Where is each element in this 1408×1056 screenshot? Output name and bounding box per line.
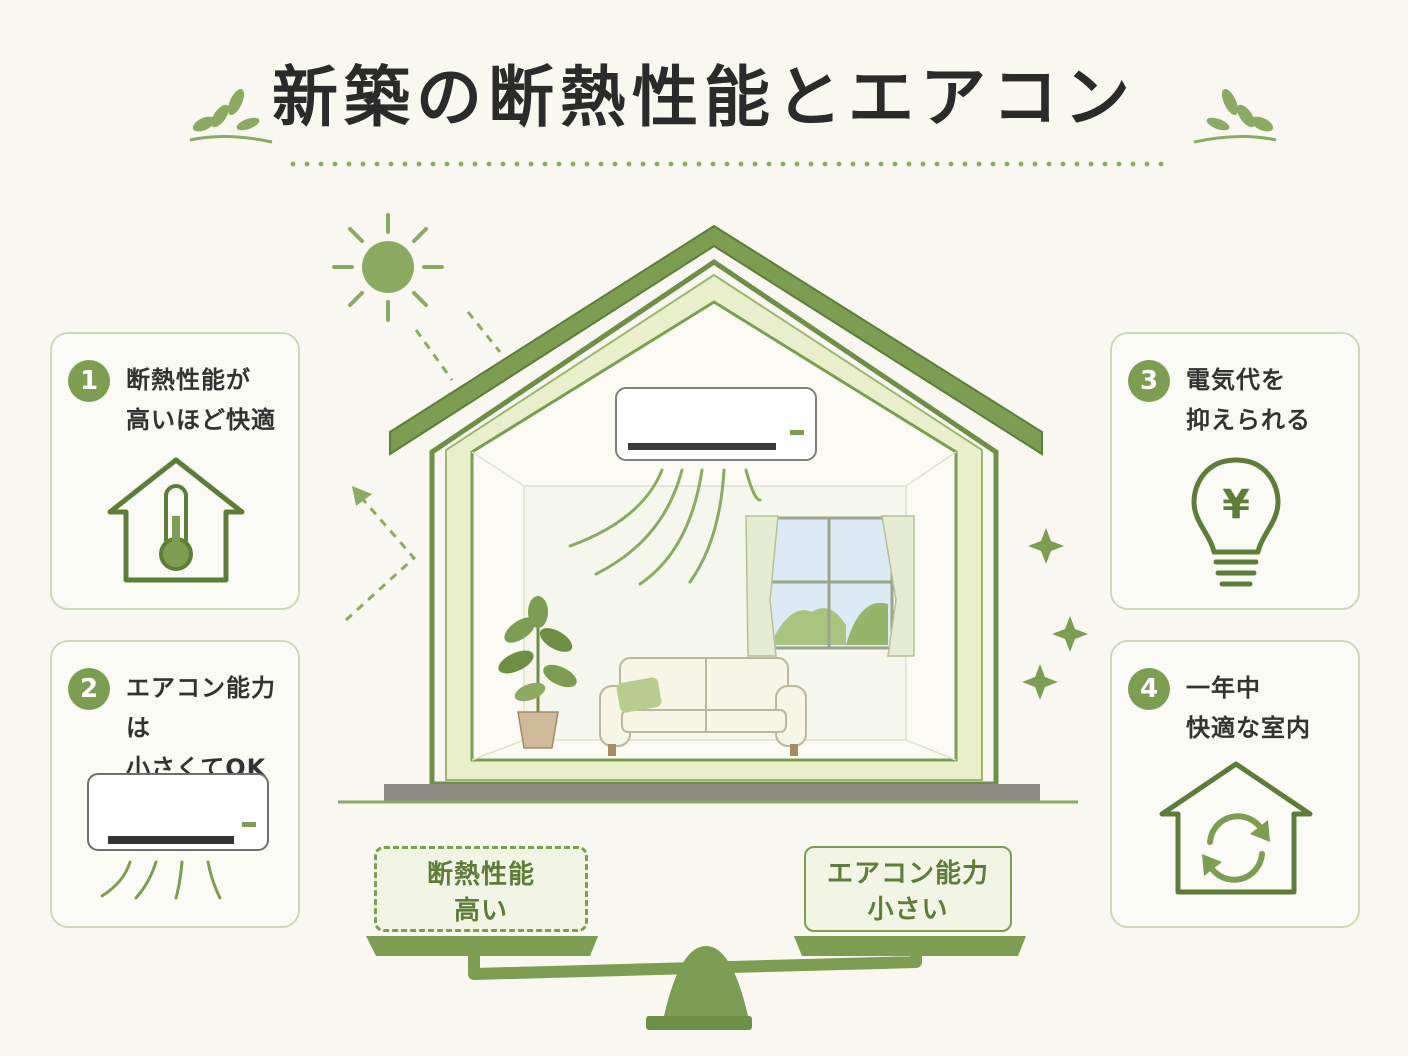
benefit-card-3: 3 電気代を 抑えられる ¥ xyxy=(1110,332,1360,610)
potted-plant-icon xyxy=(498,596,577,749)
balance-left-line1: 断熱性能 xyxy=(426,860,535,890)
card-number-badge: 2 xyxy=(68,668,110,710)
page-title: 新築の断熱性能とエアコン xyxy=(272,59,1136,136)
house-roof xyxy=(389,224,1043,456)
sun-icon xyxy=(332,213,444,322)
balance-scale-icon xyxy=(366,936,1026,1030)
title-dotted-divider xyxy=(286,160,1170,168)
card-number-badge: 4 xyxy=(1128,668,1170,710)
house-cycle-icon xyxy=(1159,761,1313,895)
house-thermometer-icon xyxy=(107,457,245,583)
sparkle-icons xyxy=(1022,528,1088,700)
yen-symbol: ¥ xyxy=(1222,482,1250,528)
card-text: 一年中 快適な室内 xyxy=(1186,668,1358,748)
card-text: 断熱性能が 高いほど快適 xyxy=(126,360,298,440)
balance-plate-left: 断熱性能 高い xyxy=(374,846,588,932)
card-text-line: 抑えられる xyxy=(1186,406,1311,434)
card-text-line: 断熱性能が xyxy=(126,366,251,394)
balance-right-line1: エアコン能力 xyxy=(826,859,989,889)
balance-plate-right: エアコン能力 小さい xyxy=(804,846,1012,932)
sofa-icon xyxy=(599,657,807,756)
card-text-line: 一年中 xyxy=(1186,674,1261,702)
card-text-line: エアコン能力は xyxy=(126,674,276,742)
lightbulb-yen-icon: ¥ xyxy=(1191,457,1281,587)
card-number-badge: 1 xyxy=(68,360,110,402)
balance-right-line2: 小さい xyxy=(867,895,949,925)
reflected-heat-arrow xyxy=(344,495,417,622)
card-text-line: 高いほど快適 xyxy=(126,406,276,434)
house-foundation xyxy=(384,784,1040,802)
leaf-branch-left-icon xyxy=(189,89,273,144)
benefit-card-2: 2 エアコン能力は 小さくてOK xyxy=(50,640,300,928)
card-text-line: 電気代を xyxy=(1186,366,1286,394)
sunlight-dashed-lines xyxy=(414,311,502,381)
card-text-line: 快適な室内 xyxy=(1186,714,1311,742)
airflow-lines xyxy=(568,468,762,586)
arrow-head-icon xyxy=(352,486,372,506)
benefit-card-1: 1 断熱性能が 高いほど快適 xyxy=(50,332,300,610)
benefit-card-4: 4 一年中 快適な室内 xyxy=(1110,640,1360,928)
balance-left-line2: 高い xyxy=(453,896,508,926)
leaf-branch-right-icon xyxy=(1193,89,1277,144)
card-number-badge: 3 xyxy=(1128,360,1170,402)
card-text: 電気代を 抑えられる xyxy=(1186,360,1358,440)
room-air-conditioner-icon xyxy=(615,387,817,461)
window-icon xyxy=(745,515,915,657)
air-conditioner-icon xyxy=(87,773,269,900)
